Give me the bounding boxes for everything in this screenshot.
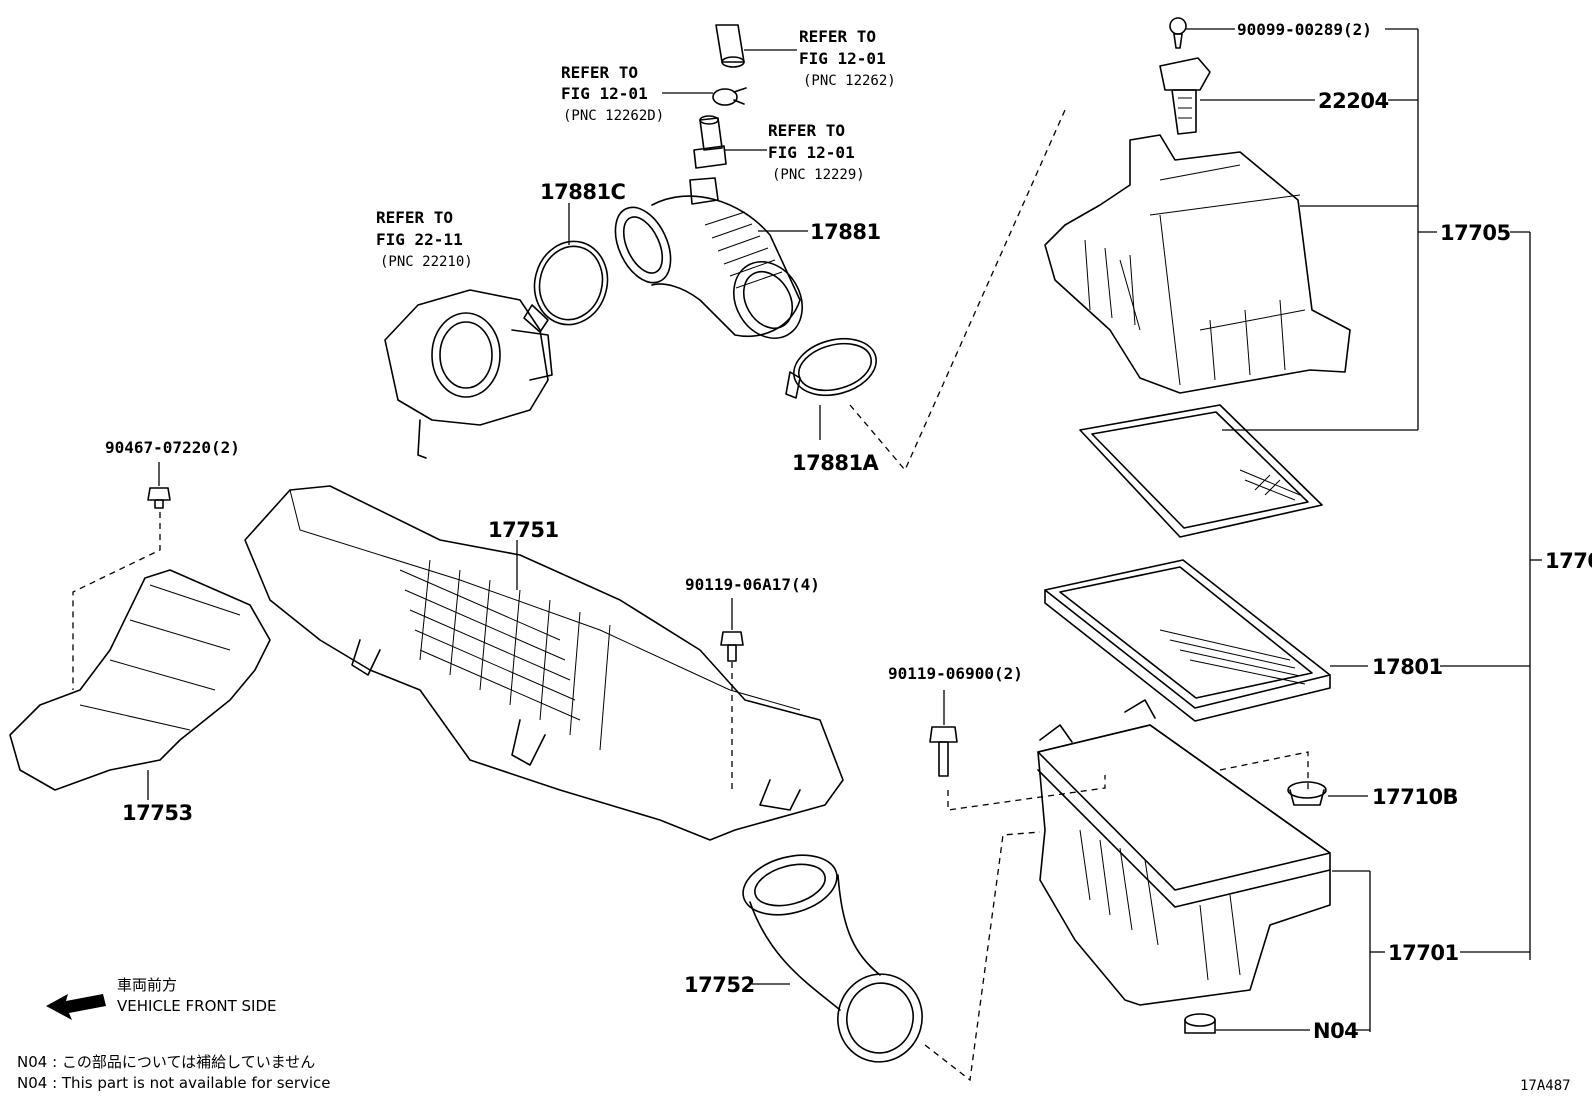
note-n04-en: N04 : This part is not available for ser… [17,1074,331,1092]
part-17752: 17752 [684,973,755,997]
hose-clamp-17881c [523,240,609,333]
direction-label-jp: 車両前方 [117,976,177,994]
part-n04: N04 [1313,1019,1358,1043]
part-17751: 17751 [488,518,559,542]
grommet-n04 [1184,1013,1216,1034]
ref-label-12229-line1: REFER TO [768,121,845,140]
ref-label-12262d-line3: (PNC 12262D) [563,108,664,124]
vehicle-front-arrow-icon [46,994,106,1020]
part-90119-06a17: 90119-06A17(4) [685,575,820,594]
screw-90099-00289 [1169,17,1187,49]
part-17705: 17705 [1440,221,1511,245]
air-inlet-resonator-17751 [244,485,844,841]
ref-label-22210-line3: (PNC 22210) [380,254,473,270]
part-17881c: 17881C [540,180,626,204]
mass-air-flow-meter-22204 [1159,57,1211,135]
ref-label-12262d-line1: REFER TO [561,63,638,82]
part-90467-07220: 90467-07220(2) [105,438,240,457]
ref-label-12262d-line2: FIG 12-01 [561,84,648,103]
part-90099-00289: 90099-00289(2) [1237,20,1372,39]
air-cleaner-gasket [1079,404,1323,538]
ref-label-12262-line2: FIG 12-01 [799,49,886,68]
ref-label-12229-line2: FIG 12-01 [768,143,855,162]
part-22204: 22204 [1318,89,1389,113]
ref-label-12262-line1: REFER TO [799,27,876,46]
bolt-90119-06a17 [720,631,744,662]
ref-label-22210-line1: REFER TO [376,208,453,227]
air-cleaner-hose-17881 [614,177,803,339]
ref-label-22210-line2: FIG 22-11 [376,230,463,249]
air-cleaner-case-17701 [1037,699,1331,1006]
bolt-90119-06900 [929,726,958,777]
part-17881: 17881 [810,220,881,244]
figure-code: 17A487 [1520,1078,1571,1094]
direction-label-en: VEHICLE FRONT SIDE [117,997,277,1015]
part-17753: 17753 [122,801,193,825]
inlet-duct-17753 [9,569,271,791]
hose-clamp-17881a [785,337,877,399]
part-17701: 17701 [1388,941,1459,965]
air-filter-element-17801 [1044,559,1331,722]
ref-label-12262-line3: (PNC 12262) [803,73,896,89]
bolt-90467 [147,487,171,509]
hose-clip-12262d [712,87,747,106]
part-17700: 17700 [1545,549,1592,573]
note-n04-jp: N04 : この部品については補給していません [17,1053,315,1071]
part-17801: 17801 [1372,655,1443,679]
hose-fitting-12262 [715,24,745,68]
throttle-body-22210 [384,289,553,459]
pcv-valve-12229 [693,115,727,169]
grommet-17710b [1287,781,1327,806]
inlet-hose-17752 [742,854,923,1063]
part-17710b: 17710B [1372,785,1458,809]
part-90119-06900: 90119-06900(2) [888,664,1023,683]
ref-label-12229-line3: (PNC 12229) [772,167,865,183]
air-cleaner-cap-17705 [1044,134,1351,394]
part-17881a: 17881A [792,451,880,475]
